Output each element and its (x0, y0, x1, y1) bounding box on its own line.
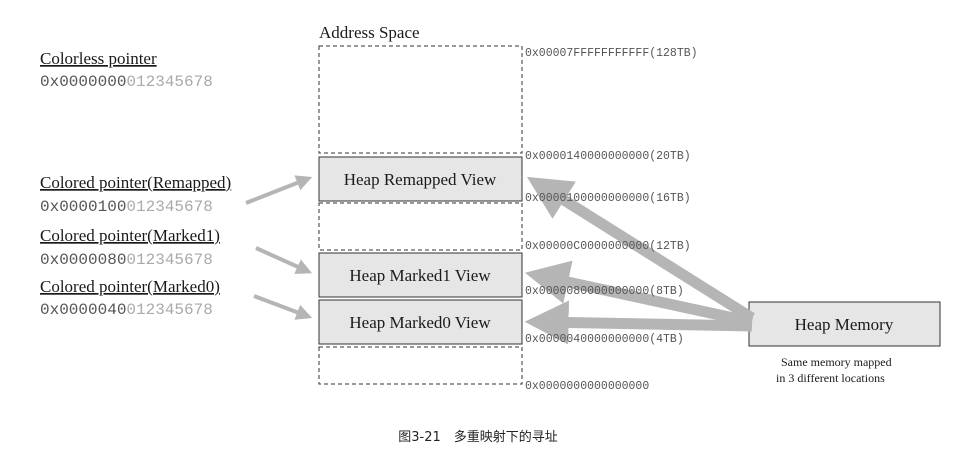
address-labels: 0x00007FFFFFFFFFFF(128TB) 0x000014000000… (525, 47, 698, 393)
heap-memory-note-line2: in 3 different locations (776, 371, 885, 385)
heap-marked1-view-label: Heap Marked1 View (349, 266, 491, 285)
arrow-pointer-to-marked1 (255, 246, 313, 275)
arrow-pointer-to-marked0 (253, 294, 313, 320)
heap-marked0-view-label: Heap Marked0 View (349, 313, 491, 332)
colorless-pointer-heading: Colorless pointer (40, 49, 157, 68)
arrow-heap-to-marked0 (524, 300, 753, 345)
mapping-arrows (524, 176, 755, 345)
heap-memory-label: Heap Memory (795, 315, 894, 334)
figure-caption: 图3-21 多重映射下的寻址 (398, 429, 558, 445)
colored-pointer-marked0-heading: Colored pointer(Marked0) (40, 277, 220, 296)
address-4tb: 0x0000040000000000(4TB) (525, 333, 684, 346)
address-20tb: 0x0000140000000000(20TB) (525, 150, 691, 163)
colored-pointer-remapped-value: 0x0000100012345678 (40, 198, 213, 216)
arrow-heap-to-marked1 (524, 260, 754, 328)
pointer-arrows (245, 175, 313, 320)
colored-pointer-remapped-heading: Colored pointer(Remapped) (40, 173, 231, 192)
heap-memory: Heap Memory (748, 301, 941, 347)
region-remapped-to-12tb (318, 202, 523, 251)
heap-marked1-view: Heap Marked1 View (318, 252, 523, 298)
region-unused-top (318, 45, 523, 154)
address-128tb: 0x00007FFFFFFFFFFF(128TB) (525, 47, 698, 60)
address-0: 0x0000000000000000 (525, 380, 649, 393)
colored-pointer-marked1-heading: Colored pointer(Marked1) (40, 226, 220, 245)
region-bottom (318, 346, 523, 385)
colorless-pointer-value: 0x0000000012345678 (40, 73, 213, 91)
address-space-title: Address Space (319, 23, 420, 42)
address-12tb: 0x00000C0000000000(12TB) (525, 240, 691, 253)
arrow-heap-to-remapped (526, 176, 755, 323)
colored-pointer-marked0-value: 0x0000040012345678 (40, 301, 213, 319)
address-8tb: 0x0000080000000000(8TB) (525, 285, 684, 298)
address-16tb: 0x0000100000000000(16TB) (525, 192, 691, 205)
heap-marked0-view: Heap Marked0 View (318, 299, 523, 345)
address-space-regions (318, 45, 523, 385)
heap-memory-note-line1: Same memory mapped (781, 355, 892, 369)
heap-remapped-view-label: Heap Remapped View (344, 170, 497, 189)
heap-remapped-view: Heap Remapped View (318, 156, 523, 202)
arrow-pointer-to-remapped (245, 175, 313, 205)
colored-pointer-marked1-value: 0x0000080012345678 (40, 251, 213, 269)
